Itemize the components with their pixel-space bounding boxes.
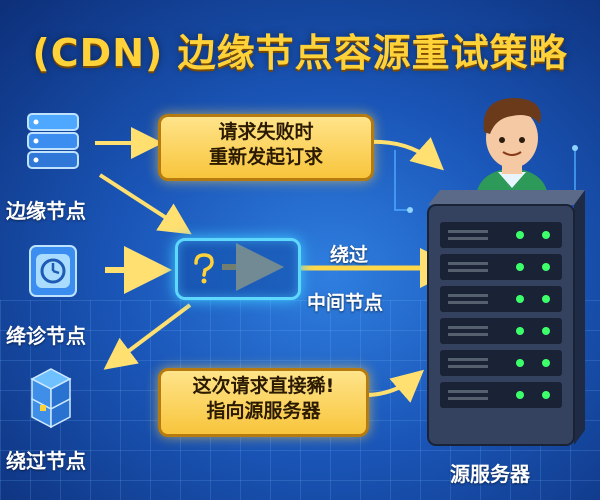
callout-retry-line2: 重新发起订求 [208, 146, 323, 168]
arrow-center-to-bypass [103, 303, 192, 370]
origin-server-label: 源服务器 [450, 462, 530, 486]
circuit-dot [407, 207, 413, 213]
page-title: (CDN) 边缘节点容源重试策略 [32, 31, 568, 75]
server-cabinet [427, 190, 585, 446]
question-icon [194, 253, 214, 284]
middle-node-label: 中间节点 [307, 292, 384, 314]
callout-retry: 请求失败时 重新发起订求 [158, 114, 374, 181]
circuit-trace [394, 150, 410, 211]
circuit-dot [572, 145, 578, 151]
callout-direct: 这次请求直接豨! 指向源服务器 [158, 368, 369, 437]
center-relay-box [175, 238, 301, 300]
callout-retry-line1: 请求失败时 [218, 121, 314, 143]
callout-direct-line1: 这次请求直接豨! [192, 375, 335, 397]
edge-node-label: 边缘节点 [6, 199, 86, 223]
retry-node-icon [22, 240, 84, 302]
arrow-callout-to-server [369, 137, 444, 171]
bypass-node-label: 绕过节点 [6, 449, 86, 473]
bypass-label: 绕过 [330, 244, 369, 266]
arrow-edge-to-center [98, 173, 192, 235]
arrow-callout-bottom-to-server [364, 369, 425, 403]
callout-direct-line2: 指向源服务器 [206, 400, 321, 422]
retry-node-label: 绛诊节点 [6, 324, 86, 348]
edge-node-icon [22, 110, 84, 172]
bypass-node-icon [18, 365, 80, 429]
